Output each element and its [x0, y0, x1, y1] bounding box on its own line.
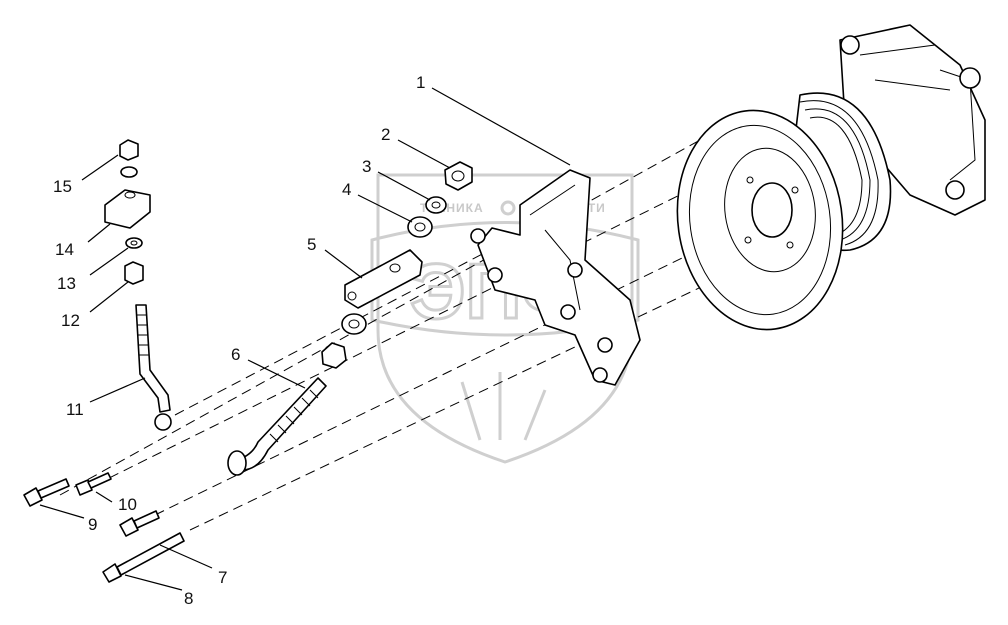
nut-part-15 — [119, 139, 139, 178]
gear-icon — [500, 200, 516, 216]
callout-1: 1 — [416, 73, 425, 92]
callout-15: 15 — [53, 177, 72, 196]
callout-11: 11 — [66, 400, 84, 419]
block-part-14 — [104, 189, 151, 229]
nut-part-12 — [124, 261, 144, 285]
bolt-part-8 — [102, 532, 185, 583]
clamp-plate-part-5 — [344, 249, 423, 309]
pulley-hub-assembly — [676, 24, 986, 331]
bracket-part-1 — [470, 169, 641, 386]
bolt-part-10 — [75, 472, 112, 496]
pipe-part-11 — [135, 304, 172, 431]
callout-5: 5 — [307, 235, 316, 254]
callout-9: 9 — [88, 515, 97, 534]
hose-part-6 — [227, 377, 327, 476]
assembly-axes — [59, 139, 801, 531]
callout-7: 7 — [218, 568, 227, 587]
callout-labels: 1 2 3 4 5 6 7 8 9 10 11 12 13 14 15 — [53, 73, 425, 608]
wheat-icon — [460, 372, 547, 441]
callout-2: 2 — [381, 125, 390, 144]
bolt-part-7 — [119, 510, 160, 537]
washer-nut-set — [321, 313, 367, 369]
washer-part-13 — [125, 237, 143, 249]
callout-14: 14 — [55, 240, 74, 259]
bolt-part-9 — [23, 478, 70, 507]
nut-part-2 — [444, 161, 473, 191]
callout-3: 3 — [362, 157, 371, 176]
washer-part-3 — [425, 196, 447, 214]
washer-part-4 — [407, 216, 433, 238]
callout-10: 10 — [118, 495, 137, 514]
callout-6: 6 — [231, 345, 240, 364]
callout-13: 13 — [57, 274, 76, 293]
leader-lines — [39, 87, 571, 591]
callout-8: 8 — [184, 589, 193, 608]
callout-12: 12 — [61, 311, 80, 330]
callout-4: 4 — [342, 180, 351, 199]
